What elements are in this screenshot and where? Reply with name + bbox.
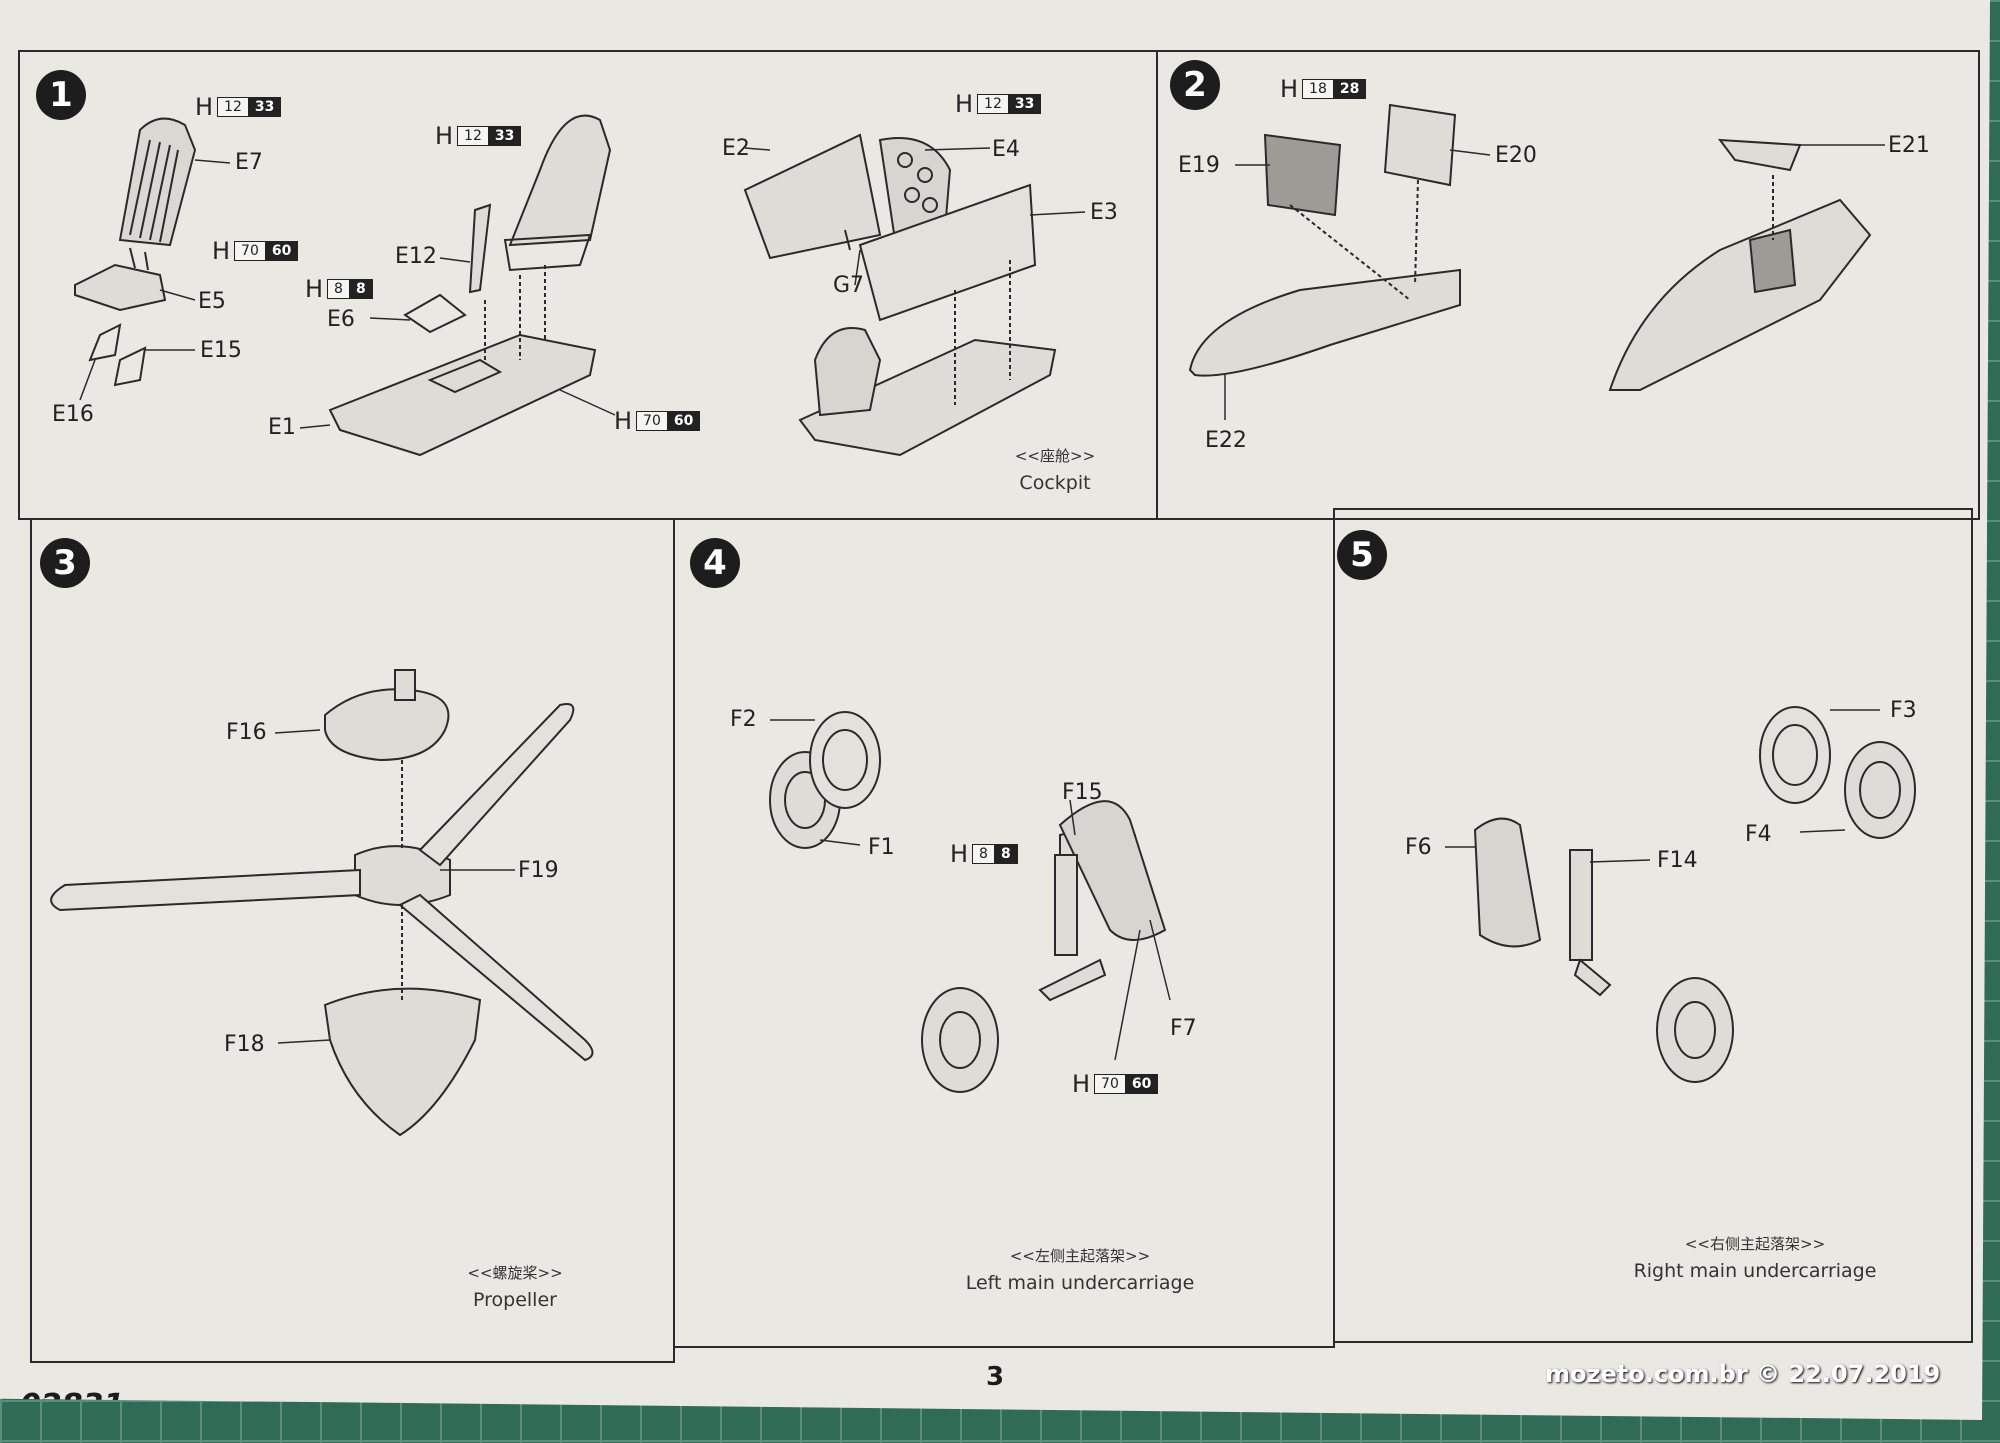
page-number: 3 (986, 1362, 1005, 1392)
part-label-f4: F4 (1745, 822, 1772, 847)
part-label-e16: E16 (52, 402, 94, 427)
part-label-f15: F15 (1062, 780, 1103, 805)
part-label-e19: E19 (1178, 153, 1220, 178)
step-4-caption: <<左侧主起落架>> Left main undercarriage (940, 1245, 1220, 1294)
part-label-f1: F1 (868, 835, 895, 860)
fuselage-side-drawing (1188, 103, 1872, 391)
part-label-e2: E2 (722, 136, 750, 161)
panel-step-2 (1156, 50, 1980, 520)
step-1-caption: <<座舱>> Cockpit (985, 445, 1125, 494)
part-label-e4: E4 (992, 137, 1020, 162)
part-label-f19: F19 (518, 858, 559, 883)
part-label-f2: F2 (730, 707, 757, 732)
propeller-drawing (50, 669, 594, 1137)
part-label-f16: F16 (226, 720, 267, 745)
step-number-4: 4 (690, 538, 740, 588)
step-number-5: 5 (1337, 530, 1387, 580)
caption-cn: <<座舱>> (1014, 447, 1096, 465)
caption-cn: <<左侧主起落架>> (1009, 1247, 1151, 1265)
left-undercarriage-drawing (769, 711, 1167, 1093)
part-label-f18: F18 (224, 1032, 265, 1057)
part-label-e3: E3 (1090, 200, 1118, 225)
part-label-e21: E21 (1888, 133, 1930, 158)
leader-lines (79, 144, 1885, 1061)
caption-en: Right main undercarriage (1633, 1260, 1877, 1282)
caption-cn: <<右侧主起落架>> (1684, 1235, 1826, 1253)
caption-en: Cockpit (1019, 472, 1091, 494)
caption-en: Propeller (473, 1289, 557, 1311)
caption-cn: <<螺旋桨>> (467, 1264, 563, 1282)
part-label-e6: E6 (327, 307, 355, 332)
cockpit-assembly-drawing (743, 133, 1057, 457)
part-label-e20: E20 (1495, 143, 1537, 168)
part-label-f6: F6 (1405, 835, 1432, 860)
step-5-caption: <<右侧主起落架>> Right main undercarriage (1610, 1233, 1900, 1282)
part-label-e5: E5 (198, 289, 226, 314)
step-number-2: 2 (1170, 60, 1220, 110)
part-label-e1: E1 (268, 415, 296, 440)
part-label-e22: E22 (1205, 428, 1247, 453)
watermark: mozeto.com.br © 22.07.2019 (1545, 1360, 1941, 1388)
part-label-e15: E15 (200, 338, 242, 363)
part-label-f7: F7 (1170, 1016, 1197, 1041)
part-label-f14: F14 (1657, 848, 1698, 873)
right-undercarriage-drawing (1473, 706, 1916, 1083)
caption-en: Left main undercarriage (965, 1272, 1195, 1294)
cockpit-floor-e1-drawing (328, 114, 612, 457)
step-3-caption: <<螺旋桨>> Propeller (430, 1262, 600, 1311)
panel-step-5 (1333, 508, 1973, 1343)
step-number-1: 1 (36, 70, 86, 120)
part-label-e7: E7 (235, 150, 263, 175)
part-label-e12: E12 (395, 244, 437, 269)
step-number-3: 3 (40, 538, 90, 588)
part-label-g7: G7 (833, 273, 865, 298)
part-label-f3: F3 (1890, 698, 1917, 723)
seat-e7-drawing (74, 117, 197, 387)
